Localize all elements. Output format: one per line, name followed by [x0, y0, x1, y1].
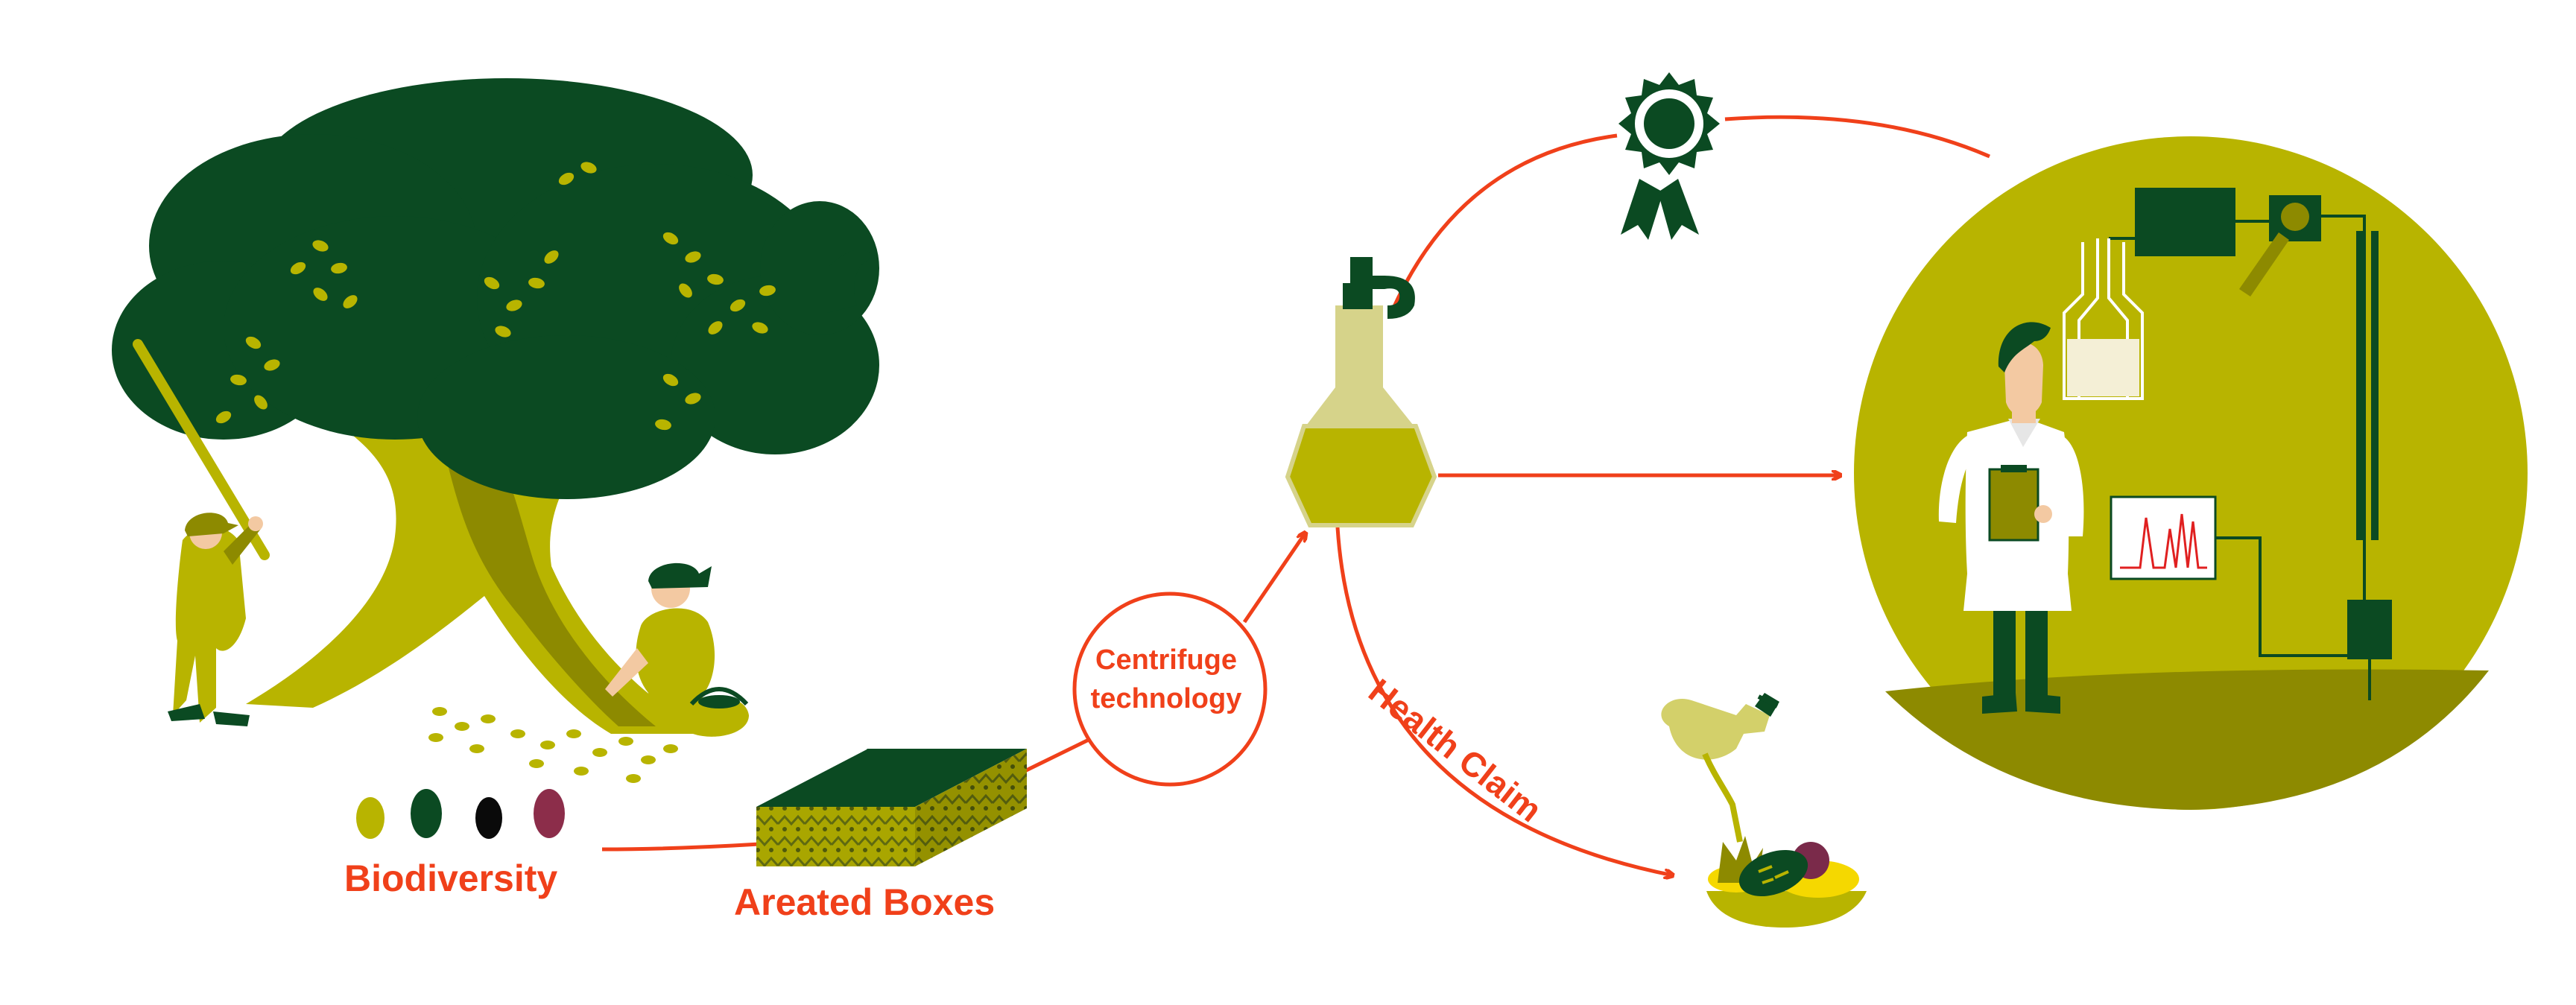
box-side [915, 749, 1027, 866]
flask-neck [1304, 305, 1416, 428]
arc-flask-to-award [1390, 133, 1618, 313]
box-top [756, 749, 1027, 807]
lab-apparatus [2063, 188, 2392, 700]
quality-award-icon [1618, 72, 1720, 240]
arrow-centrifuge-to-flask [1242, 533, 1306, 624]
fallen-olives [428, 707, 678, 783]
areated-boxes-label: Areated Boxes [734, 881, 996, 923]
pour-bottle [1661, 699, 1770, 760]
scientist [1938, 322, 2084, 714]
flask-stopper [1343, 257, 1415, 319]
centrifuge-node [1072, 592, 1268, 787]
arc-award-to-lab [1724, 115, 1990, 159]
connector-biodiversity-to-boxes [601, 842, 761, 852]
olive-variety-icons [356, 789, 565, 839]
connector-boxes-to-centrifuge [1016, 737, 1092, 777]
salad-oil-pour-icon [1661, 693, 1867, 928]
arrow-flask-health-claim [1335, 527, 1673, 875]
harvester-with-pole [133, 339, 270, 726]
olive-black-icon [475, 797, 502, 839]
connectors [601, 115, 1990, 875]
olive-dark-green-icon [411, 789, 442, 838]
olive-purple-icon [534, 789, 565, 838]
flask-body [1285, 424, 1437, 527]
olive-green-icon [356, 797, 384, 839]
centrifuge-label-line2: technology [1090, 683, 1242, 714]
centrifuge-label-line1: Centrifuge [1095, 644, 1237, 676]
canopy-olives [215, 162, 776, 431]
award-ribbon-left [1621, 179, 1663, 240]
oil-stream [1702, 752, 1743, 843]
oil-flask-icon [1285, 257, 1437, 527]
tree-trunk [246, 402, 708, 734]
award-ribbon-right [1658, 179, 1699, 240]
box-front [756, 807, 915, 866]
biodiversity-label: Biodiversity [344, 857, 558, 899]
tree-trunk-shade [447, 462, 656, 726]
lab-floor [1885, 669, 2489, 810]
gatherer-with-basket [605, 562, 749, 737]
aerated-box-icon [756, 749, 1027, 866]
salad-cucumber [1738, 849, 1808, 897]
centrifuge-label: Centrifuge technology [1073, 641, 1259, 718]
salad-bowl [1706, 891, 1867, 928]
olive-tree-harvest-icon [112, 78, 879, 783]
scientist-clipboard [1988, 468, 2039, 542]
laboratory-scientist-icon [1854, 136, 2528, 810]
